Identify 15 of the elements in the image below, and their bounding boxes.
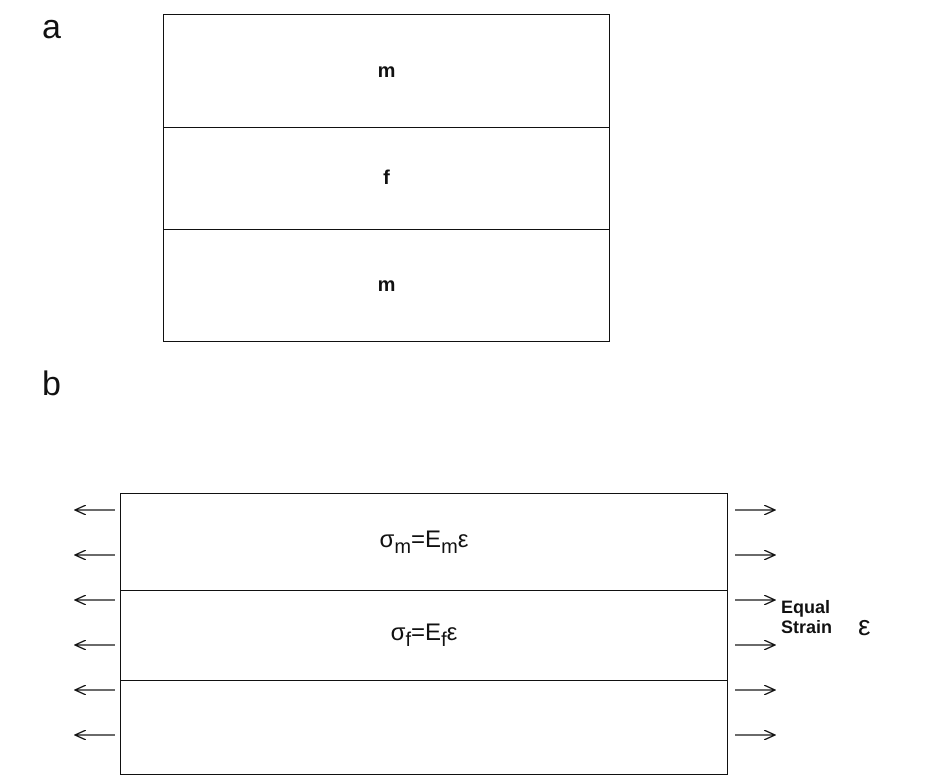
panel-label: b xyxy=(42,365,61,404)
layer-box xyxy=(120,590,728,681)
stress-equation: σ$_{f}$=E$_{f}$ε xyxy=(390,619,458,652)
stress-equation: σ$_{m}$=E$_{m}$ε xyxy=(380,526,468,558)
strain-symbol: ε xyxy=(858,610,870,642)
panel-label: a xyxy=(42,8,61,47)
layer-box xyxy=(163,14,610,128)
empty-layer-box xyxy=(120,680,728,775)
layer-label: m xyxy=(378,274,396,297)
layer-label: f xyxy=(383,167,390,190)
annotation-text: Equal Strain xyxy=(781,597,834,637)
layer-box xyxy=(120,493,728,591)
layer-box xyxy=(163,127,610,230)
layer-label: m xyxy=(378,60,396,82)
layer-box xyxy=(163,229,610,342)
